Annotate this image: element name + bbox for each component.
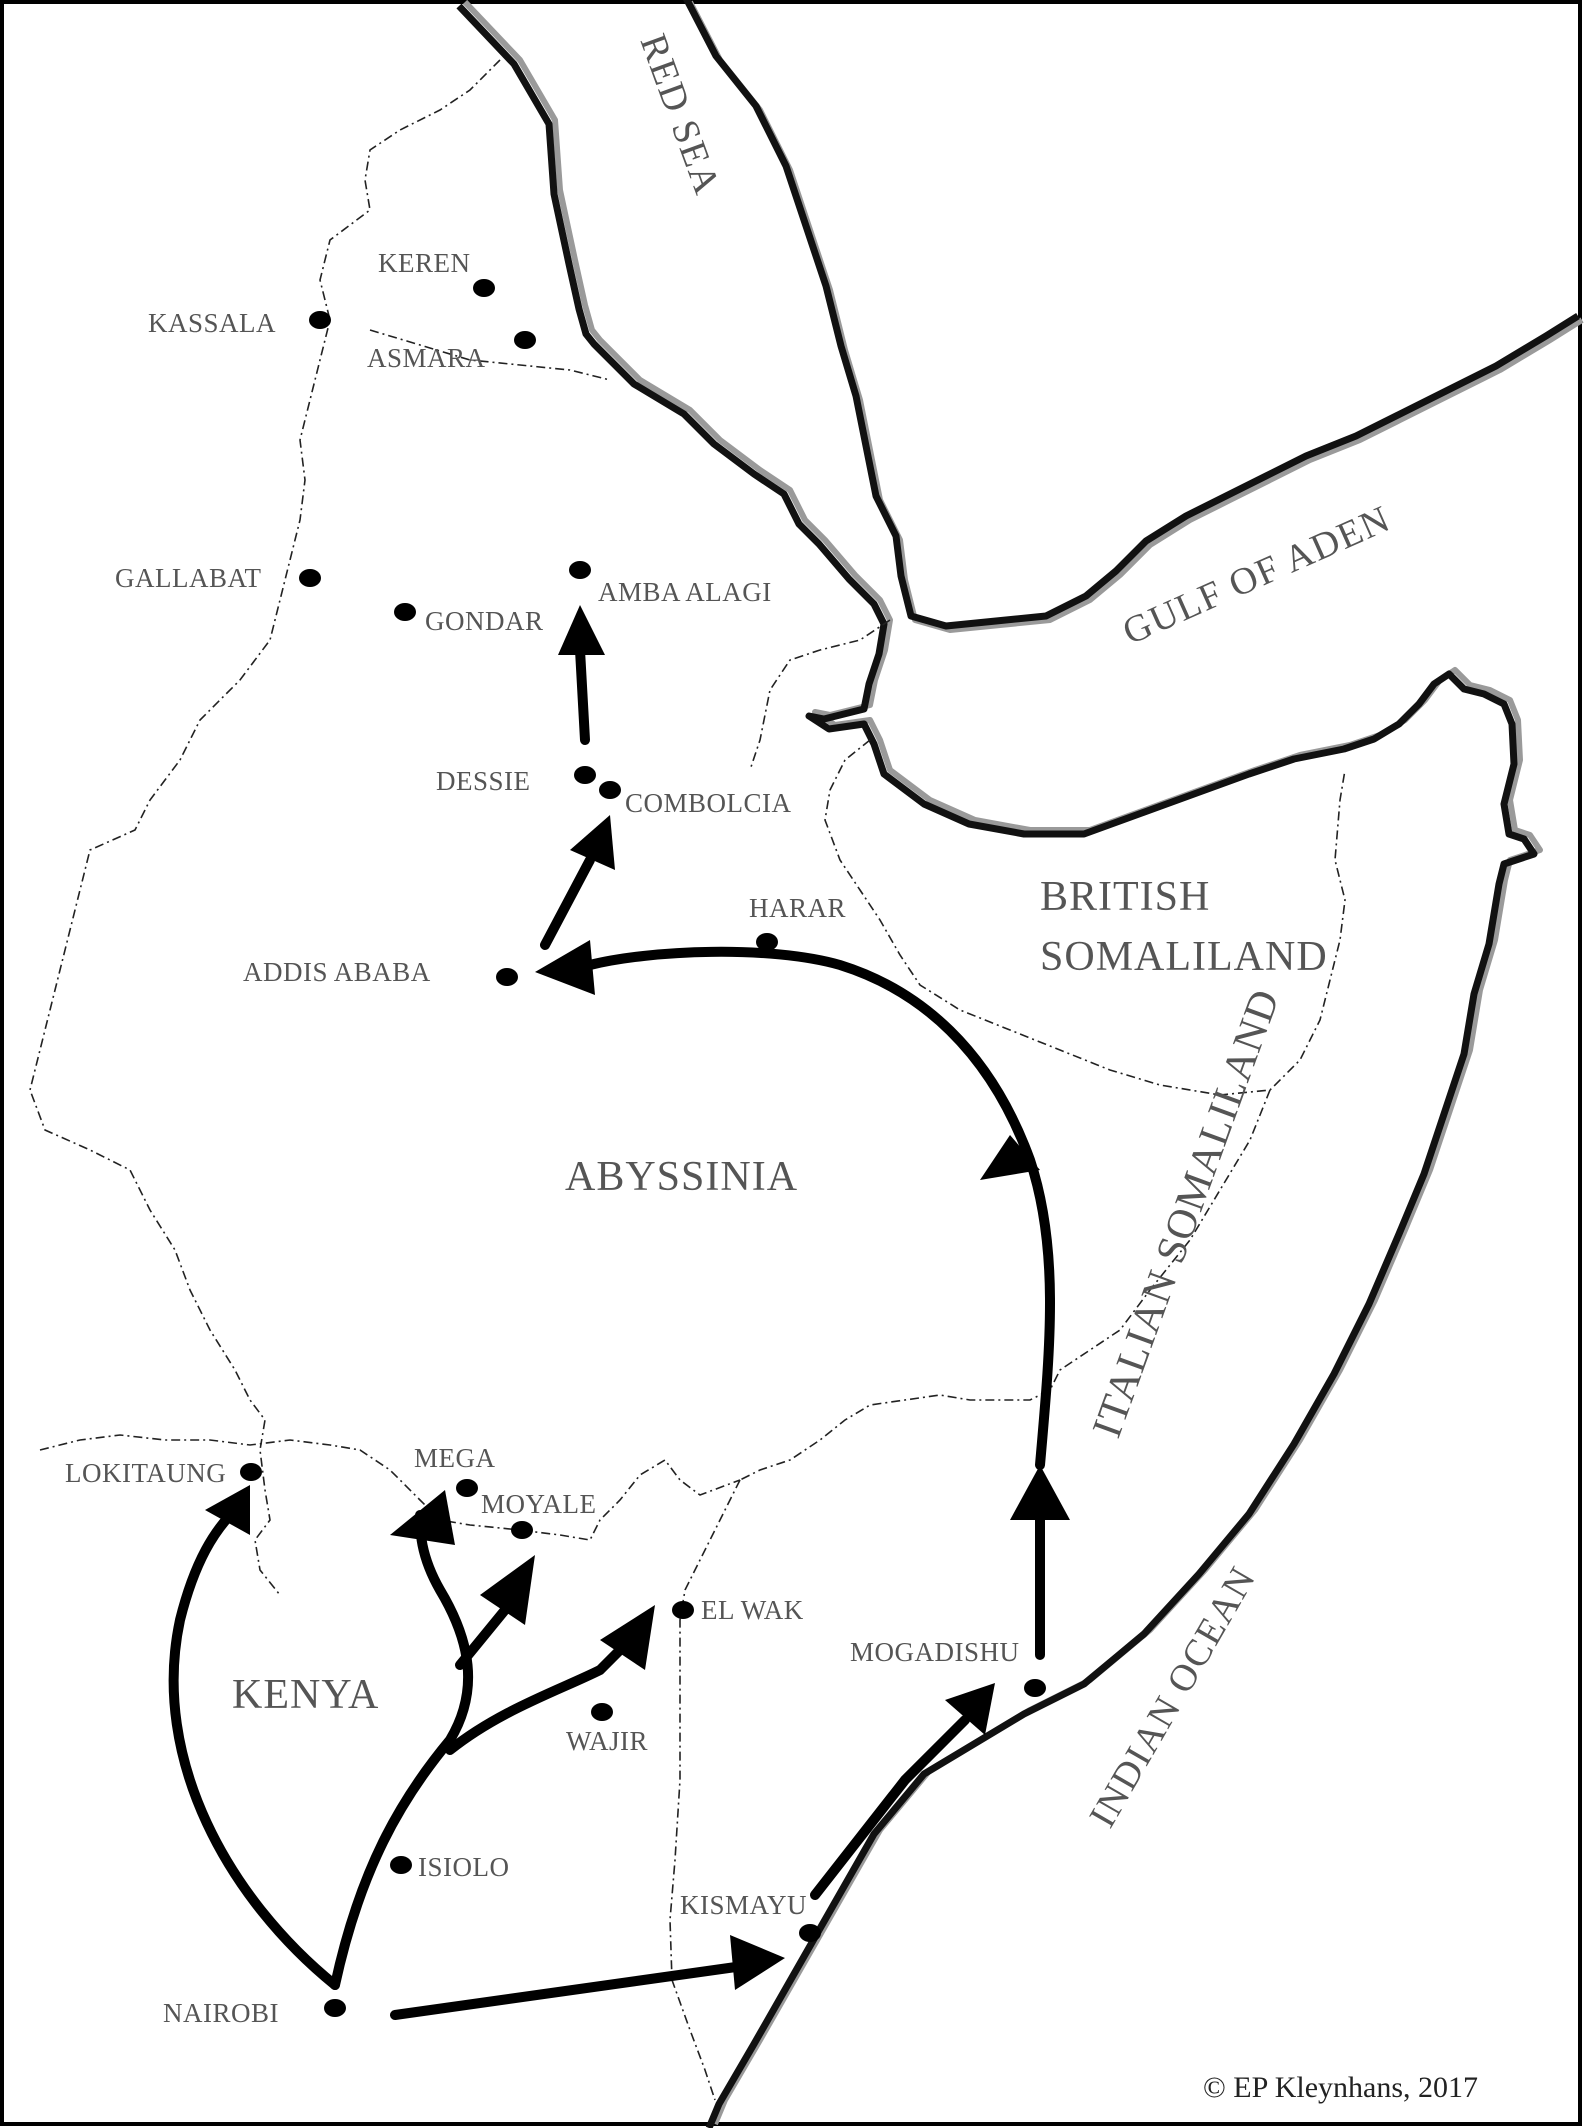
place-label-nairobi: NAIROBI [163,1998,279,2028]
place-label-gondar: GONDAR [425,606,544,636]
arrow-head-lokitaung [205,1485,250,1535]
place-label-addis-ababa: ADDIS ABABA [243,957,431,987]
town-dot-mogadishu [1024,1679,1046,1697]
arrow-head-combolcia [570,815,615,870]
town-dot-combolcia [599,781,621,799]
route-kismayu-mogadishu [810,1715,970,1900]
arrow-head-el-wak [600,1605,655,1670]
region-label-abyssinia: ABYSSINIA [565,1154,798,1200]
place-label-dessie: DESSIE [436,766,531,796]
place-label-keren: KEREN [378,248,471,278]
town-dot-el-wak [672,1601,694,1619]
place-label-wajir: WAJIR [566,1726,648,1756]
place-label-combolcia: COMBOLCIA [625,788,792,818]
route-addis-combolcia [540,855,595,950]
borders [29,59,1346,2101]
arrow-head-mega [390,1490,455,1545]
arrow-head-north-1 [1010,1465,1070,1520]
region-label-british-somaliland-1: BRITISH [1040,874,1210,920]
town-dot-addis-ababa [496,968,518,986]
place-label-el-wak: EL WAK [701,1595,804,1625]
town-dot-gondar [394,603,416,621]
route-nairobi-lokitaung [168,1505,340,1990]
place-label-kassala: KASSALA [148,308,276,338]
town-dot-kismayu [799,1924,821,1942]
place-label-harar: HARAR [749,893,846,923]
town-dot-keren [473,279,495,297]
place-label-kismayu: KISMAYU [680,1890,807,1920]
campaign-arrows [168,605,1070,2020]
arrow-head-arc [980,1135,1040,1180]
town-dot-kassala [309,311,331,329]
route-dessie-amba-alagi [575,645,590,745]
town-dot-wajir [591,1703,613,1721]
place-label-asmara: ASMARA [367,343,486,373]
arrow-head-amba-alagi [558,605,605,655]
arrow-head-moyale [480,1555,535,1625]
arrow-head-addis [535,940,595,995]
town-dot-isiolo [390,1856,412,1874]
town-dot-harar [756,933,778,951]
region-label-british-somaliland-2: SOMALILAND [1040,934,1328,980]
place-label-amba-alagi: AMBA ALAGI [598,577,772,607]
route-to-moyale [455,1605,510,1670]
route-nairobi-kismayu [390,1960,755,2020]
place-label-lokitaung: LOKITAUNG [65,1458,226,1488]
town-dot-gallabat [299,569,321,587]
coastline [456,0,1584,2128]
town-dots [240,279,1046,2017]
arrow-head-kismayu [730,1935,785,1990]
place-label-mogadishu: MOGADISHU [850,1637,1020,1667]
town-dot-moyale [511,1521,533,1539]
arrow-head-mogadishu [945,1683,995,1735]
copyright-notice: © EP Kleynhans, 2017 [1203,2071,1478,2104]
town-dot-dessie [574,766,596,784]
place-label-mega: MEGA [414,1443,496,1473]
route-arc-addis [585,946,1055,1470]
town-dot-asmara [514,331,536,349]
place-label-isiolo: ISIOLO [418,1852,510,1882]
place-label-gallabat: GALLABAT [115,563,262,593]
town-dot-nairobi [324,1999,346,2017]
place-labels: KEREN KASSALA ASMARA GALLABAT AMBA ALAGI… [65,248,1020,2028]
route-to-el-wak [445,1635,635,1755]
town-dot-lokitaung [240,1463,262,1481]
route-nairobi-mega [330,1510,474,1990]
town-dot-amba-alagi [569,561,591,579]
town-dot-mega [456,1479,478,1497]
region-label-kenya: KENYA [232,1672,379,1718]
place-label-moyale: MOYALE [481,1489,597,1519]
